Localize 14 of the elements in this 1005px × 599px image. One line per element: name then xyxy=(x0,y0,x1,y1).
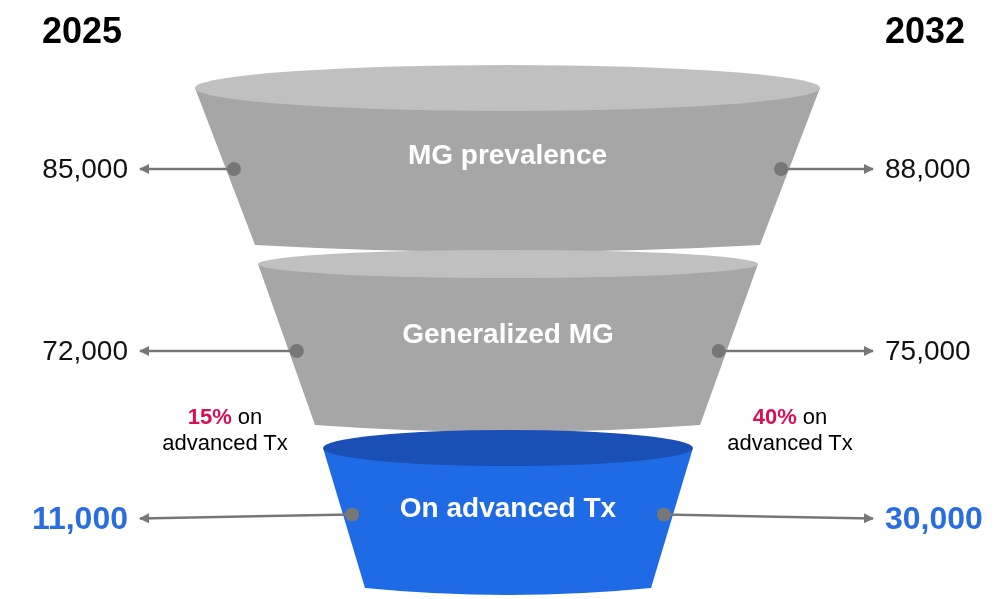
arrow xyxy=(139,162,241,176)
year-heading: 2032 xyxy=(885,10,966,52)
value-label: 85,000 xyxy=(42,153,128,185)
value-label: 75,000 xyxy=(885,335,971,367)
arrow xyxy=(656,507,874,524)
arrow xyxy=(711,344,874,358)
arrow xyxy=(139,344,304,358)
value-label: 11,000 xyxy=(31,500,128,537)
arrow xyxy=(774,162,874,176)
value-label: 72,000 xyxy=(42,335,128,367)
value-label: 88,000 xyxy=(885,153,971,185)
arrow xyxy=(139,507,360,524)
value-label: 30,000 xyxy=(885,500,983,537)
year-heading: 2025 xyxy=(42,10,123,52)
